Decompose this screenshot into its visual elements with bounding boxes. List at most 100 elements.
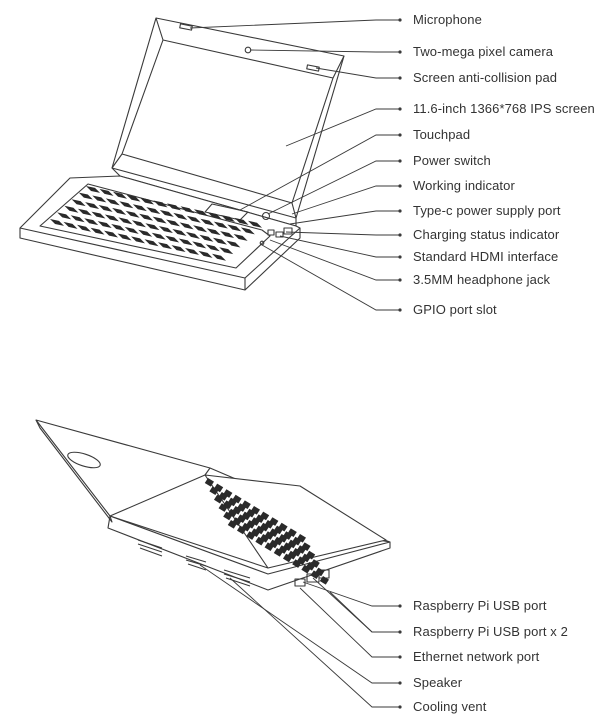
keyboard-key <box>301 553 311 563</box>
speaker-grill <box>185 555 207 571</box>
keyboard-key <box>213 221 228 229</box>
keyboard-key <box>241 511 251 521</box>
keyboard-key <box>264 542 274 552</box>
keyboard-key <box>84 218 99 226</box>
label-typec-port: Type-c power supply port <box>413 203 561 218</box>
callout-headphone <box>269 239 400 281</box>
keyboard-key <box>92 195 107 203</box>
keyboard-key <box>278 522 288 532</box>
keyboard-key <box>104 230 119 238</box>
keyboard-key <box>90 227 105 235</box>
keyboard-key <box>232 494 242 504</box>
keyboard-key <box>227 497 237 507</box>
keyboard-key <box>77 224 92 232</box>
keyboard-key <box>296 545 306 554</box>
cooling-vent-1 <box>137 539 163 557</box>
keyboard-key <box>234 217 249 225</box>
keyboard-key <box>206 228 221 236</box>
keyboard-key <box>221 215 236 222</box>
keyboard-key <box>192 241 207 249</box>
keyboard-key <box>117 233 132 241</box>
callout-usb-x2 <box>312 577 400 633</box>
keyboard-key <box>305 562 316 571</box>
keyboard-key <box>218 492 228 501</box>
keyboard-key <box>273 536 283 546</box>
keyboard-key <box>70 215 85 223</box>
keyboard-keys-rear <box>204 478 329 585</box>
power-switch <box>261 211 271 221</box>
label-usb-port-x2: Raspberry Pi USB port x 2 <box>413 624 568 639</box>
keyboard-key <box>207 212 222 220</box>
label-charging-indicator: Charging status indicator <box>413 227 560 242</box>
keyboard-key <box>50 219 65 226</box>
keyboard-key <box>213 483 224 493</box>
keyboard-key <box>166 219 181 227</box>
callout-gpio <box>261 244 400 311</box>
keyboard-key <box>159 210 174 217</box>
keyboard-key <box>255 536 265 546</box>
callout-typec <box>289 210 400 225</box>
callout-hdmi <box>279 235 400 258</box>
callout-cooling-vent <box>229 577 400 708</box>
keyboard-key <box>269 539 279 549</box>
keyboard-key <box>223 489 233 498</box>
keyboard-key <box>91 211 106 219</box>
keyboard-key <box>273 525 283 535</box>
keyboard-key <box>63 221 78 229</box>
keyboard-key <box>319 576 329 585</box>
keyboard-key <box>77 208 92 216</box>
callout-anti-collision <box>315 67 400 79</box>
keyboard-key <box>186 215 201 223</box>
keyboard-key <box>287 528 297 538</box>
keyboard-key <box>223 500 233 510</box>
keyboard-key <box>292 536 302 546</box>
keyboard-key <box>236 514 247 524</box>
keyboard-key <box>194 209 209 217</box>
keyboard-key <box>287 539 297 549</box>
keyboard-key <box>64 205 79 213</box>
keyboard-key <box>287 550 297 560</box>
keyboard-key <box>111 224 126 231</box>
callout-camera <box>249 49 400 53</box>
keyboard-key <box>227 224 242 232</box>
label-usb-port: Raspberry Pi USB port <box>413 598 547 613</box>
side-port-3 <box>283 227 293 235</box>
keyboard-key <box>259 511 270 521</box>
keyboard-key <box>212 237 227 245</box>
keyboard-key <box>165 235 180 243</box>
keyboard-keys <box>50 186 263 261</box>
keyboard-key <box>158 242 173 250</box>
callout-usb-x2-b <box>329 591 400 633</box>
anti-collision-pad-right <box>306 64 320 72</box>
keyboard-key <box>213 494 224 504</box>
label-touchpad: Touchpad <box>413 127 471 142</box>
keyboard-key <box>172 229 187 236</box>
keyboard-key <box>227 508 237 518</box>
keyboard-key <box>223 511 233 521</box>
keyboard-key <box>232 517 242 526</box>
keyboard-key <box>250 517 260 526</box>
keyboard-key <box>296 534 306 543</box>
keyboard-key <box>278 534 288 543</box>
keyboard-key <box>199 234 214 242</box>
keyboard-key <box>178 238 193 246</box>
keyboard-key <box>173 212 188 220</box>
keyboard-key <box>212 253 227 261</box>
label-anti-collision-pad: Screen anti-collision pad <box>413 70 558 85</box>
callout-power <box>267 160 400 215</box>
keyboard-key <box>97 221 112 229</box>
keyboard-key <box>193 225 208 233</box>
keyboard-key <box>269 517 279 526</box>
keyboard-key <box>105 198 120 206</box>
label-microphone: Microphone <box>413 12 482 27</box>
keyboard-key <box>139 213 154 221</box>
keyboard-key <box>219 247 234 255</box>
keyboard-key <box>248 220 263 228</box>
keyboard-key <box>98 205 113 212</box>
keyboard-key <box>85 202 100 210</box>
keyboard-key <box>131 236 146 244</box>
callout-touchpad <box>239 134 400 211</box>
keyboard-key <box>292 559 302 568</box>
